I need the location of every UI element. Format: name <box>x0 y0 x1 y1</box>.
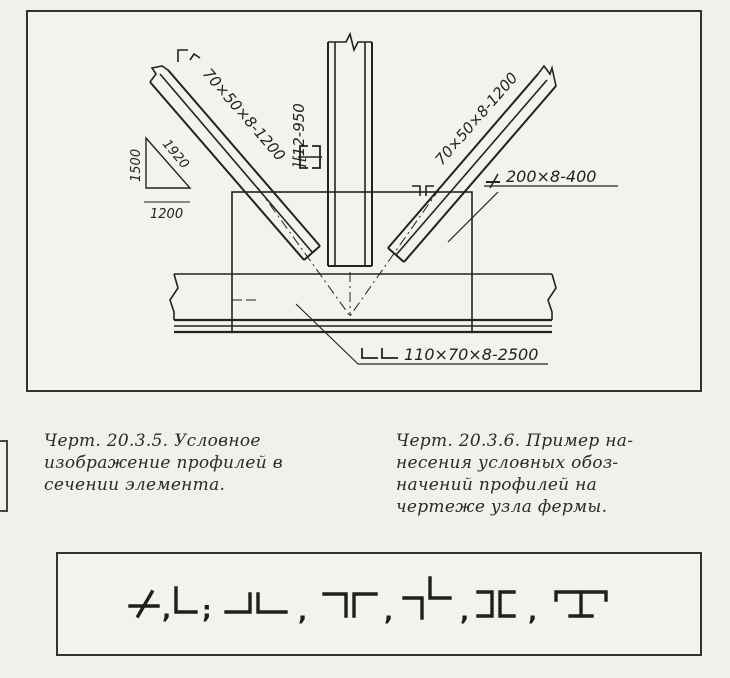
chord-label: 110×70×8-2500 <box>404 345 538 364</box>
slope-triangle <box>145 136 192 189</box>
slope-vertical-label: 1500 <box>129 149 144 182</box>
right-diagonal-break <box>537 64 557 87</box>
right-angle-symbol-a <box>412 185 421 196</box>
right-centerline <box>349 187 441 317</box>
symbol-separator: , <box>298 598 307 626</box>
caption-line: сечении элемента. <box>44 475 226 495</box>
double-angle-symbol <box>224 592 288 614</box>
profile-symbols-svg: , ; , , , , <box>128 576 608 626</box>
chord-leader <box>295 303 359 365</box>
left-diagonal-mid <box>159 73 313 253</box>
angle-symbol <box>174 586 198 614</box>
left-centerline <box>257 187 351 317</box>
caption-line: Черт. 20.3.6. Пример на- <box>396 431 634 451</box>
figure-caption-20-3-5: Черт. 20.3.5. Условное изображение профи… <box>44 430 374 496</box>
truss-node-svg: 70×50×8-1200 70×50×8-1200 ][12-950 200×8… <box>129 31 618 365</box>
chord-break-left <box>169 273 179 320</box>
truss-node-drawing: 70×50×8-1200 70×50×8-1200 ][12-950 200×8… <box>26 10 702 392</box>
symbol-separator: , <box>384 598 393 626</box>
profile-symbols-panel: , ; , , , , <box>56 552 702 656</box>
double-channel-symbol <box>476 590 516 618</box>
gusset-plate <box>231 191 473 333</box>
left-diagonal-inner <box>167 69 321 247</box>
caption-line: изображение профилей в <box>44 453 283 473</box>
offset-angle-symbol <box>402 576 452 620</box>
left-diagonal-label: 70×50×8-1200 <box>199 65 289 165</box>
vertical-member-label: ][12-950 <box>290 103 308 169</box>
symbol-separator: ; <box>202 596 212 624</box>
slope-horizontal-label: 1200 <box>150 207 183 222</box>
right-diagonal-end <box>387 247 405 263</box>
figure-caption-20-3-6: Черт. 20.3.6. Пример на- несения условны… <box>396 430 706 518</box>
plate-symbol-slash <box>489 173 499 189</box>
plate-leader <box>447 191 499 243</box>
caption-line: Черт. 20.3.5. Условное <box>44 431 261 451</box>
chord-break-right <box>547 273 557 320</box>
left-angle-symbol-a <box>177 49 188 62</box>
right-angle-symbol-b <box>425 185 434 196</box>
right-diagonal-label: 70×50×8-1200 <box>431 69 521 169</box>
symbol-separator: , <box>162 596 171 624</box>
slope-hypotenuse-label: 1920 <box>159 137 192 172</box>
left-diagonal-break <box>149 65 169 83</box>
plate-symbol <box>128 589 160 619</box>
caption-line: начений профилей на <box>396 475 598 495</box>
vertical-member-break <box>328 31 372 53</box>
chord-symbol-a <box>361 348 378 359</box>
left-diagonal-outer <box>149 81 305 261</box>
symbol-separator: , <box>460 598 469 626</box>
page-edge-bracket <box>0 440 8 512</box>
right-diagonal-outer <box>403 85 557 263</box>
i-beam-symbol <box>554 590 608 618</box>
caption-line: чертеже узла фермы. <box>396 497 608 517</box>
left-angle-symbol-b <box>189 52 201 61</box>
plate-label: 200×8-400 <box>506 167 596 186</box>
tee-angle-symbol <box>322 592 378 618</box>
right-diagonal-mid <box>395 79 548 256</box>
symbol-separator: , <box>528 598 537 626</box>
right-diagonal-inner <box>387 73 539 249</box>
left-diagonal-end <box>303 245 321 261</box>
caption-line: несения условных обоз- <box>396 453 619 473</box>
chord-symbol-b <box>381 348 398 359</box>
